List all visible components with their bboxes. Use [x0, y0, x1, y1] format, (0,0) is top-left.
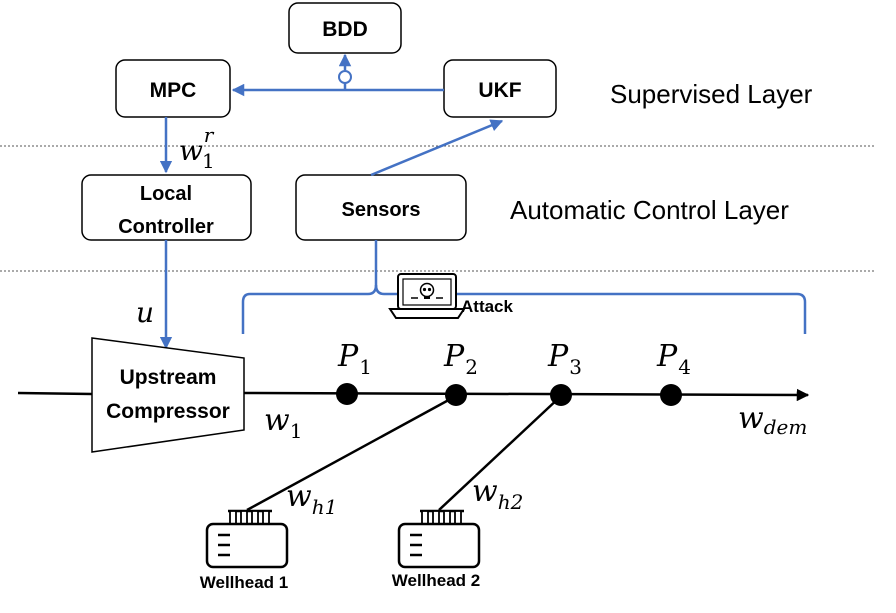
- sensor-brace-left: [241, 240, 378, 334]
- node-p4: [660, 384, 682, 406]
- mpc-block: [115, 59, 231, 118]
- upstream-compressor: [91, 337, 245, 453]
- wellhead1-branch: [246, 394, 457, 512]
- u-label: u: [136, 296, 154, 329]
- node-p2: [445, 384, 467, 406]
- attack-label: Attack: [461, 297, 514, 316]
- p2-label: P2: [443, 339, 478, 379]
- p3-label: P3: [547, 339, 582, 379]
- compressor-label-line2: Compressor: [106, 400, 230, 423]
- ukf-block: [443, 59, 557, 118]
- bdd-block: [288, 2, 402, 54]
- wh1-label: wh1: [286, 479, 337, 519]
- sensors-block: [295, 174, 467, 241]
- wh2-label: wh2: [472, 474, 523, 514]
- local-controller-label-line1: Local: [140, 183, 192, 205]
- wellhead-1-icon: [205, 509, 289, 569]
- local-controller-label-line2: Controller: [118, 216, 214, 238]
- mpc-label: MPC: [150, 79, 197, 102]
- automatic-layer-label: Automatic Control Layer: [510, 195, 789, 225]
- wellhead2-branch: [438, 395, 562, 511]
- node-p3: [550, 384, 572, 406]
- bdd-label: BDD: [322, 18, 368, 41]
- node-p1: [336, 383, 358, 405]
- wellhead-1-label: Wellhead 1: [200, 573, 289, 592]
- inlet-pipe: [17, 391, 93, 396]
- wellhead-2-icon: [397, 509, 481, 569]
- sensors-to-ukf-arrow: [370, 119, 504, 177]
- wdem-label: wdem: [738, 401, 807, 439]
- sensor-brace-right: [374, 284, 807, 334]
- supervised-layer-label: Supervised Layer: [610, 79, 813, 109]
- w1r-label: w1r: [179, 123, 215, 173]
- p1-label: P1: [337, 339, 372, 379]
- w1-label: w1: [264, 403, 302, 443]
- wellhead-2-label: Wellhead 2: [392, 571, 481, 590]
- p4-label: P4: [656, 339, 691, 379]
- compressor-label-line1: Upstream: [120, 366, 217, 389]
- ukf-label: UKF: [478, 79, 521, 102]
- attack-laptop-icon: [388, 273, 466, 319]
- sensors-label: Sensors: [342, 199, 421, 221]
- main-pipeline: [243, 388, 810, 402]
- bdd-tap-circle: [338, 70, 352, 84]
